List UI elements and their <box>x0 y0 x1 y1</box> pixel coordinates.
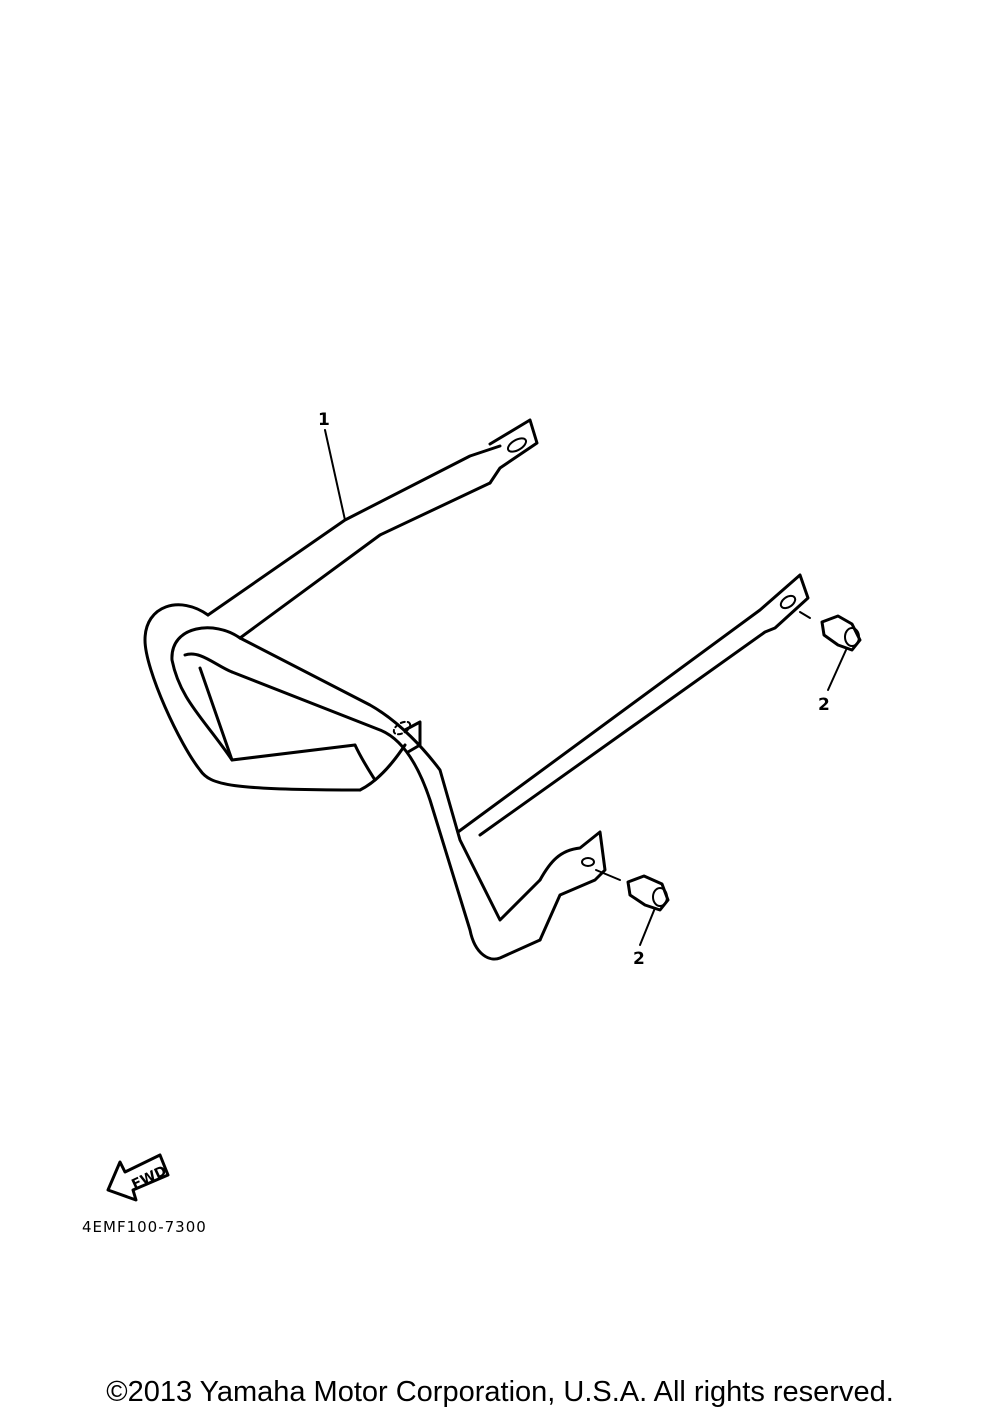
callout-part-1: 1 <box>318 410 330 430</box>
drawing-code: 4EMF100-7300 <box>82 1218 207 1236</box>
fwd-arrow-icon: FWD <box>106 1153 170 1202</box>
callout-part-2-left: 2 <box>633 949 645 969</box>
bolt-right <box>799 611 862 652</box>
leader-part-2-right <box>827 649 847 691</box>
copyright-notice: ©2013 Yamaha Motor Corporation, U.S.A. A… <box>106 1376 894 1408</box>
bolt-left <box>595 869 670 912</box>
leader-part-1 <box>324 429 346 521</box>
callout-part-2-right: 2 <box>818 695 830 715</box>
leader-part-2-left <box>639 907 656 946</box>
guard-bar <box>143 418 810 961</box>
